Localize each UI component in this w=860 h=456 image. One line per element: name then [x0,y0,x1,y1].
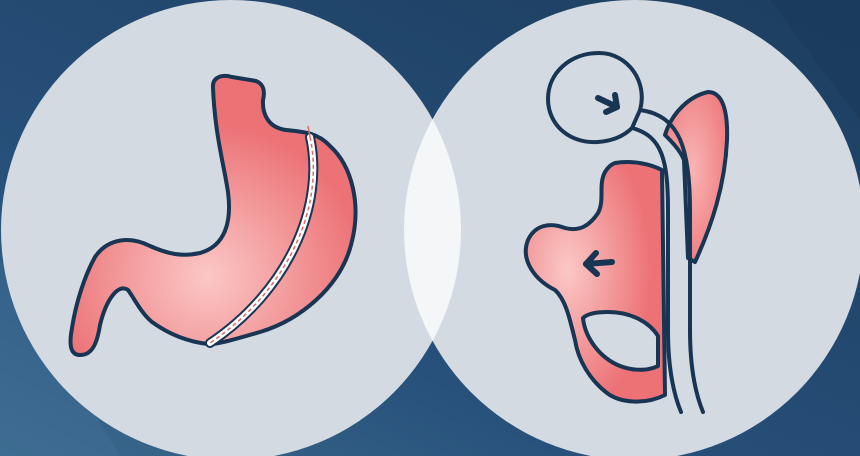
gastric-pouch [548,53,642,142]
